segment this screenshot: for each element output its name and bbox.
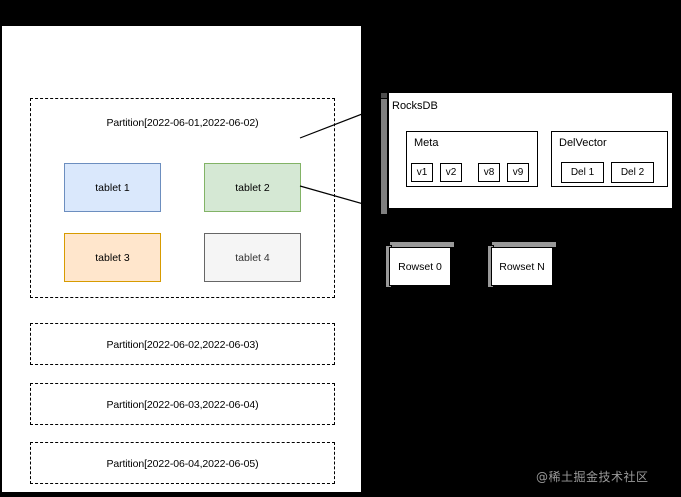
rowset-n-label: Rowset N	[499, 260, 545, 273]
delvector-chip-del1-label: Del 1	[570, 167, 595, 178]
meta-version-chip-v8-label: v8	[483, 167, 495, 178]
tablet-4-box[interactable]: tablet 4	[204, 233, 301, 282]
partition-group-2[interactable]: Partition[2022-06-03,2022-06-04)	[30, 383, 335, 425]
rowset-0-label: Rowset 0	[398, 260, 442, 273]
delvector-title: DelVector	[559, 137, 607, 149]
partition-label-2: Partition[2022-06-03,2022-06-04)	[106, 399, 259, 411]
rocksdb-title: RocksDB	[392, 100, 438, 112]
meta-version-chip-v2-label: v2	[445, 167, 457, 178]
partition-group-3[interactable]: Partition[2022-06-04,2022-06-05)	[30, 442, 335, 484]
rowset-0-box[interactable]: Rowset 0	[385, 241, 455, 288]
meta-version-chip-v1[interactable]: v1	[411, 163, 433, 182]
meta-version-chip-v1-label: v1	[416, 167, 428, 178]
rowset-n-box[interactable]: Rowset N	[487, 241, 557, 288]
tablet-1-label: tablet 1	[95, 181, 130, 194]
meta-title: Meta	[414, 137, 439, 149]
tablet-4-label: tablet 4	[235, 251, 270, 264]
delvector-chip-del2[interactable]: Del 2	[611, 162, 654, 183]
rocksdb-3d-side	[380, 98, 388, 215]
rowset-n-face: Rowset N	[491, 247, 553, 286]
partition-label-3: Partition[2022-06-04,2022-06-05)	[106, 458, 259, 470]
tablet-3-box[interactable]: tablet 3	[64, 233, 161, 282]
meta-version-chip-v9[interactable]: v9	[507, 163, 529, 182]
partition-label-0: Partition[2022-06-01,2022-06-02)	[106, 117, 259, 129]
meta-version-chip-v2[interactable]: v2	[440, 163, 462, 182]
tablet-3-label: tablet 3	[95, 251, 130, 264]
tablet-2-label: tablet 2	[235, 181, 270, 194]
delvector-chip-del1[interactable]: Del 1	[561, 162, 604, 183]
tablet-1-box[interactable]: tablet 1	[64, 163, 161, 212]
delvector-chip-del2-label: Del 2	[620, 167, 645, 178]
meta-version-chip-v9-label: v9	[512, 167, 524, 178]
left-panel: Partition[2022-06-01,2022-06-02) tablet …	[2, 26, 361, 492]
watermark-text: @稀土掘金技术社区	[536, 470, 649, 484]
tablet-2-box[interactable]: tablet 2	[204, 163, 301, 212]
partition-label-1: Partition[2022-06-02,2022-06-03)	[106, 339, 259, 351]
meta-version-chip-v8[interactable]: v8	[478, 163, 500, 182]
rowset-0-face: Rowset 0	[389, 247, 451, 286]
partition-group-1[interactable]: Partition[2022-06-02,2022-06-03)	[30, 323, 335, 365]
